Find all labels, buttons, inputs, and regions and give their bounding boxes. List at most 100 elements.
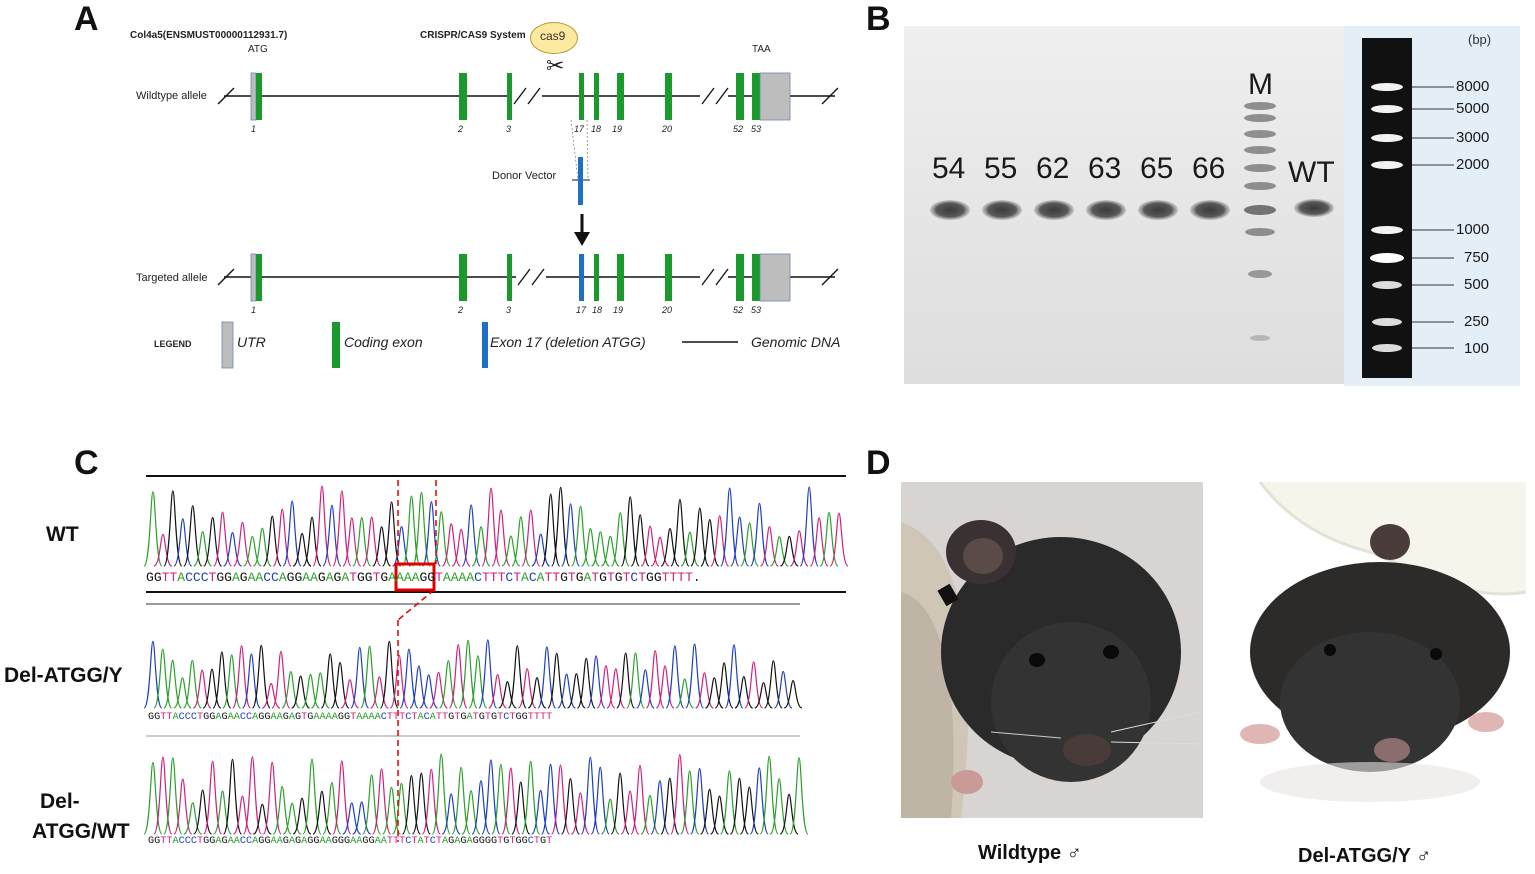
chromatogram-peak [451,528,471,567]
chromatogram-peak [481,759,501,835]
row-label-wt: WT [46,523,79,546]
chromatogram-trace-del-wt [143,753,809,835]
chromatogram-peak [645,650,665,709]
chromatogram-peak [783,680,803,709]
gene-diagram [217,72,839,369]
ladder-size-label: 1000 [1456,221,1490,238]
chromatogram-peak [829,512,849,567]
legend-title: LEGEND [154,339,192,349]
chromatogram-peak [302,758,322,835]
chromatogram-peak [163,659,183,709]
chromatogram-peak [352,801,371,835]
chromatogram-peak [213,511,233,567]
chromatograms [143,475,849,842]
sequence-del-wt: GGTTACCCTGGAGAACCAGGAAGAGAGGAAGGGAAGGAAT… [148,836,553,847]
legend-exon17: Exon 17 (deletion ATGG) [490,334,646,350]
chromatogram-peak [153,533,173,567]
ladder-bands [1370,83,1454,352]
chromatogram-peak [600,798,620,835]
gel-band [1138,200,1178,220]
chromatogram-peak [744,661,764,709]
ladder-size-label: 250 [1464,313,1490,330]
chromatogram-peak [382,501,402,567]
chromatogram-peak [640,525,660,567]
chromatogram-peak [521,509,541,567]
gel-band [1294,199,1334,217]
mouse-photo-wildtype [901,482,1203,818]
ladder-size-label: 100 [1464,340,1490,357]
chromatogram-peak [670,754,690,835]
panel-letter-b: B [866,0,891,38]
chromatogram-peak [501,535,521,567]
exon-number: 52 [733,124,744,134]
chromatogram-peak [759,755,779,835]
chromatogram-peak [665,645,685,709]
chromatogram-peak [724,644,744,709]
chromatogram-peak [478,639,498,709]
chromatogram-peak [670,498,690,567]
gel-band [930,200,970,220]
exon-number: 18 [592,305,603,315]
chromatogram-peak [610,772,630,835]
chromatogram-peak [340,679,360,709]
chromatogram-peak [551,486,571,567]
chromatogram-peak [719,770,739,835]
chromatogram-peak [620,496,640,567]
chromatogram-peak [392,525,412,567]
chromatogram-peak [769,778,789,835]
lane-label: 66 [1192,152,1226,185]
donor-vector-label: Donor Vector [492,170,557,182]
chromatogram-peak [754,682,773,709]
chromatogram-peak [441,793,461,835]
ladder-size-label: 750 [1464,249,1490,266]
chromatogram-peak [370,676,389,709]
chromatogram-trace-del-y [143,639,803,709]
exon-number: 20 [662,124,673,134]
chromatogram-peak [690,767,710,835]
row-label-del-y: Del-ATGG/Y [4,664,123,687]
exon-number: 17 [574,124,585,134]
chromatogram-peak [272,786,292,835]
chromatogram-peak [312,485,332,567]
exon-number: 19 [612,124,623,134]
chromatogram-peak [680,531,700,567]
chromatogram-peak [491,509,511,567]
chromatogram-peak [789,757,809,835]
cas9-label: cas9 [540,29,566,43]
chromatogram-peak [282,500,302,567]
chromatogram-peak [411,491,431,567]
chromatogram-peak [222,758,243,835]
mouse-photo-del-atgg [1220,482,1526,822]
chromatogram-peak [203,760,223,835]
row-label-del-wt-line2: ATGG/WT [32,820,130,843]
cas9-cloud-icon [530,22,578,54]
lane-label: 63 [1088,152,1122,185]
sequence-wt: GGTTACCCTGGAGAACCAGGAAGAGATGGTGAAAAGGTAA… [146,570,701,585]
chromatogram-peak [586,655,606,709]
legend-utr: UTR [237,334,266,350]
chromatogram-peak [242,756,262,835]
exon-number: 19 [613,305,624,315]
chromatogram-peak [451,766,471,835]
ladder-size-label: 8000 [1456,78,1490,95]
bp-unit-label: (bp) [1468,32,1492,47]
lane-label-wt: WT [1288,156,1335,189]
chromatogram-peak [458,639,478,709]
chromatogram-peak [302,516,322,567]
ladder-size-label: 2000 [1456,156,1490,173]
chromatogram-peak [330,662,350,709]
chromatogram-peak [471,526,491,567]
chromatogram-peak [498,681,517,709]
chromatogram-peak [253,803,272,835]
exon-number: 18 [591,124,602,134]
chromatogram-peak [763,660,783,709]
chromatogram-peak [232,521,252,567]
gel-band [982,200,1022,220]
ladder-size-label: 5000 [1456,100,1490,117]
chromatogram-peak [360,645,380,709]
exon-number: 20 [662,305,673,315]
chromatogram-peak [372,768,392,835]
stop-codon-label: TAA [752,44,771,55]
panel-letter-a: A [74,0,99,38]
chromatogram-peak [570,505,591,567]
